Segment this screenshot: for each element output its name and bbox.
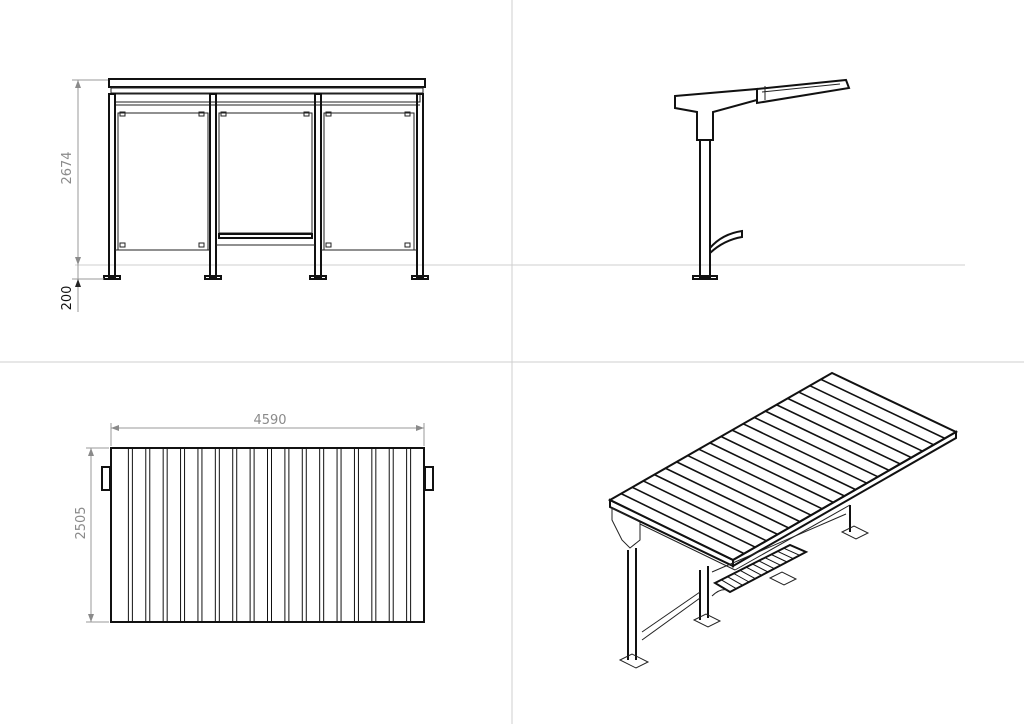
iso-header-beam <box>639 523 736 571</box>
iso-bench-bracket <box>711 589 729 597</box>
front-post-3 <box>314 93 322 278</box>
clamp <box>325 111 332 117</box>
dim-arrow <box>75 257 81 265</box>
iso-roof-slat <box>731 429 856 491</box>
isometric-view-group <box>607 371 959 669</box>
iso-roof-slat <box>665 467 790 529</box>
dim-arrow <box>88 614 94 622</box>
dim-arrow <box>75 279 81 287</box>
iso-bench-slat <box>739 569 756 580</box>
front-glass-panel-1 <box>117 112 209 251</box>
iso-bench-slat <box>777 550 794 560</box>
front-glass-panel-2 <box>218 112 313 234</box>
iso-panel-rail <box>641 597 701 641</box>
side-bench <box>709 229 743 256</box>
clamp <box>220 111 227 117</box>
iso-roof-slat <box>753 416 879 478</box>
side-head-bracket <box>674 87 758 141</box>
iso-roof-side-edge <box>732 430 957 568</box>
front-clearance-dimension: 200 <box>60 286 75 311</box>
iso-roof-slats <box>620 378 946 555</box>
iso-bench-slat <box>727 576 743 586</box>
iso-foot-3 <box>840 525 870 540</box>
side-foot <box>692 275 718 280</box>
iso-bench-slat <box>746 566 762 576</box>
plan-gutter-right <box>424 466 434 491</box>
side-roof-edge <box>761 83 841 93</box>
front-foot-1 <box>103 275 121 280</box>
plan-width-dimension: 4590 <box>253 413 286 428</box>
iso-roof-slat <box>776 404 901 465</box>
front-foot-4 <box>411 275 429 280</box>
iso-roof-slat <box>709 442 834 504</box>
dim-arrow <box>111 425 119 431</box>
iso-roof-slat <box>787 397 912 459</box>
iso-roof-slat <box>809 384 935 446</box>
iso-roof-slat <box>720 435 845 497</box>
iso-roof-slat <box>765 410 890 472</box>
front-bench <box>218 233 313 239</box>
front-post-right <box>416 93 424 278</box>
front-foot-2 <box>204 275 222 280</box>
side-roof <box>756 78 851 105</box>
iso-bench-slats <box>720 547 800 590</box>
front-header-beam <box>114 93 421 103</box>
clamp <box>198 111 205 117</box>
iso-panel-rail-b <box>641 591 701 633</box>
plan-depth-dimension: 2505 <box>74 506 89 539</box>
side-post <box>699 139 711 278</box>
dim-arrow <box>75 80 81 88</box>
iso-roof-slat <box>642 480 767 542</box>
iso-foot-1 <box>618 653 650 669</box>
iso-bench-slat <box>733 573 750 583</box>
front-elevation-view: 2674 200 <box>60 78 429 312</box>
iso-roof-slat <box>676 461 801 523</box>
iso-bench-slat <box>752 563 769 573</box>
front-glass-panel-3 <box>323 112 415 251</box>
iso-bench-slat <box>758 560 775 570</box>
iso-roof-slat <box>698 448 823 510</box>
clamp <box>325 242 332 248</box>
front-foot-3 <box>309 275 327 280</box>
clamp <box>303 111 310 117</box>
clamp <box>198 242 205 248</box>
plan-roof-slats <box>127 448 412 622</box>
iso-bench-slat <box>783 547 800 556</box>
dim-arrow <box>88 448 94 456</box>
dim-arrow <box>416 425 424 431</box>
clamp <box>119 111 126 117</box>
iso-roof-slat <box>620 492 745 555</box>
iso-bench-slat <box>771 554 788 563</box>
plan-view-group: 4590 2505 <box>74 413 434 623</box>
front-height-dimension: 2674 <box>60 151 75 184</box>
iso-roof-slat <box>687 454 812 516</box>
iso-foot-4 <box>768 571 798 586</box>
front-post-2 <box>209 93 217 278</box>
clamp <box>119 242 126 248</box>
front-fascia <box>110 87 424 94</box>
side-elevation-view <box>674 78 851 280</box>
front-roof <box>108 78 426 88</box>
clamp <box>404 111 411 117</box>
iso-roof-slat <box>820 378 946 440</box>
iso-bench-slat <box>764 557 781 566</box>
iso-rear-rail <box>711 513 847 573</box>
iso-roof-slat <box>798 391 923 452</box>
front-post-left <box>108 93 116 278</box>
iso-head-bracket <box>611 507 641 549</box>
clamp <box>404 242 411 248</box>
iso-roof-slat <box>654 473 778 536</box>
iso-roof-slat <box>631 486 756 548</box>
iso-roof-slat <box>742 423 868 484</box>
plan-gutter-left <box>101 466 111 491</box>
iso-bench-slat <box>720 579 737 590</box>
iso-foot-2 <box>692 613 722 628</box>
